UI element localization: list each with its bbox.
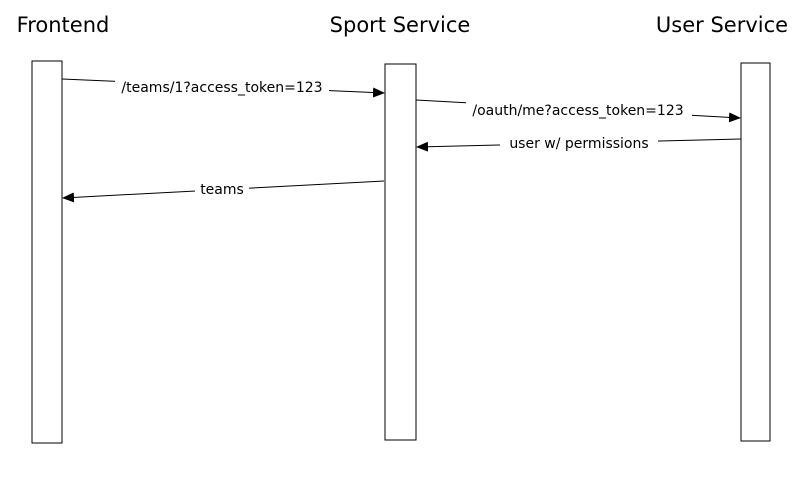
lifeline-frontend bbox=[31, 60, 63, 444]
lifeline-user-service bbox=[740, 62, 771, 442]
lifeline-sport-service bbox=[384, 63, 417, 441]
message-label-user-response: user w/ permissions bbox=[509, 136, 648, 152]
participant-title-frontend: Frontend bbox=[17, 13, 110, 37]
message-label-teams-request: /teams/1?access_token=123 bbox=[121, 80, 322, 96]
participant-title-sport-service: Sport Service bbox=[330, 13, 471, 37]
message-label-teams-response: teams bbox=[200, 182, 244, 198]
message-label-oauth-request: /oauth/me?access_token=123 bbox=[472, 103, 683, 119]
participant-title-user-service: User Service bbox=[656, 13, 788, 37]
